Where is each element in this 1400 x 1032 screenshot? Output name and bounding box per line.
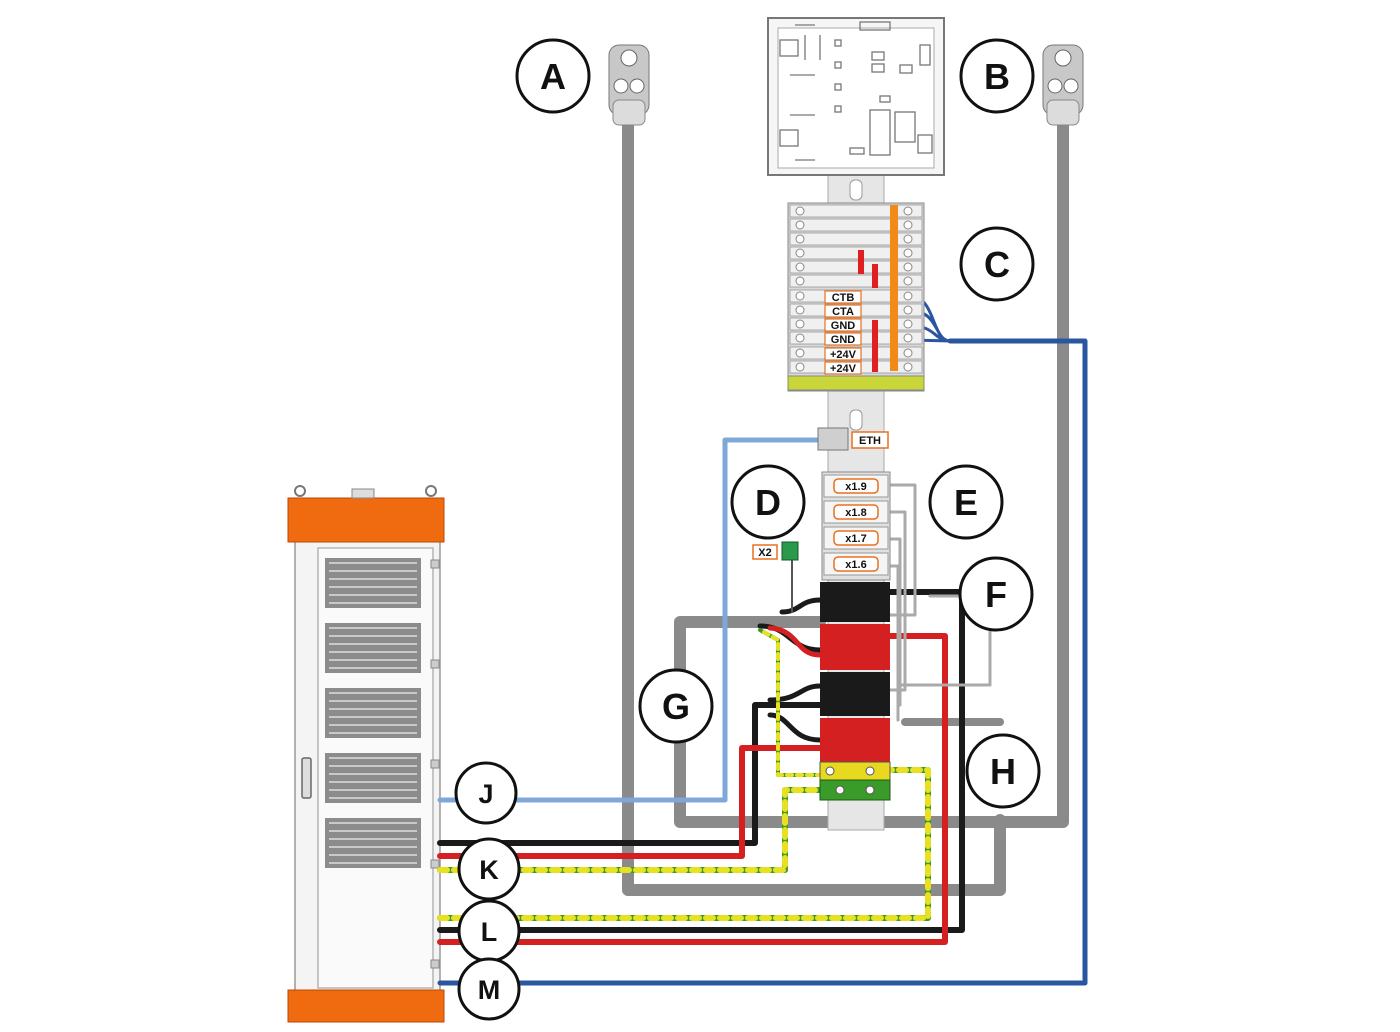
cable-dc-red-k	[437, 745, 823, 859]
callout-h-label: H	[990, 751, 1016, 792]
callout-h: H	[965, 733, 1041, 809]
tag-x1-7: x1.7	[845, 533, 866, 545]
callout-a: A	[515, 38, 591, 114]
cable-ethernet-j	[437, 437, 825, 803]
callout-l: L	[457, 899, 521, 963]
terminal-label-ctb: CTB	[832, 292, 855, 304]
terminal-label-24v-1: +24V	[830, 349, 857, 361]
callout-a-label: A	[540, 56, 566, 97]
callout-b-label: B	[984, 56, 1010, 97]
callout-j: J	[454, 761, 518, 825]
tag-x1-9: x1.9	[845, 481, 866, 493]
x2-tag: X2	[758, 547, 771, 559]
connector-plug-a	[608, 44, 650, 126]
terminal-labels: CTB CTA GND GND +24V +24V	[824, 290, 862, 375]
dc-terminals	[819, 582, 891, 801]
power-cabinet	[287, 485, 445, 1023]
vent-grilles	[325, 558, 421, 868]
callout-d: D	[730, 464, 806, 540]
callout-e-label: E	[954, 482, 978, 523]
eth-tag: ETH	[859, 435, 881, 447]
callout-j-label: J	[478, 779, 493, 809]
cable-can-m	[437, 338, 1088, 986]
cables	[437, 114, 1088, 986]
callout-g: G	[638, 668, 714, 744]
callout-c-label: C	[984, 244, 1010, 285]
callout-e: E	[928, 464, 1004, 540]
callout-d-label: D	[755, 482, 781, 523]
controller-board	[767, 17, 945, 176]
terminal-label-gnd-2: GND	[831, 334, 856, 346]
connector-plug-b	[1042, 44, 1084, 126]
callout-k-label: K	[479, 855, 499, 885]
cabinet-door-handle	[301, 757, 312, 799]
callout-l-label: L	[481, 917, 498, 947]
terminal-label-gnd-1: GND	[831, 320, 856, 332]
terminal-label-cta: CTA	[832, 306, 854, 318]
callout-f: F	[958, 556, 1034, 632]
callout-b: B	[959, 38, 1035, 114]
cable-dc-black-k	[437, 702, 823, 846]
tag-x1-6: x1.6	[845, 559, 866, 571]
terminal-label-24v-2: +24V	[830, 363, 857, 375]
callouts: A B C D E F G H	[454, 38, 1041, 1021]
callout-g-label: G	[662, 686, 690, 727]
eth-port: ETH	[817, 427, 889, 451]
cable-dc-black-l	[437, 589, 965, 933]
callout-m-label: M	[478, 975, 501, 1005]
callout-m: M	[457, 957, 521, 1021]
cable-connector-a	[622, 114, 1006, 896]
x2-connector: X2	[752, 541, 799, 561]
cable-dc-red-l	[437, 633, 948, 945]
callout-f-label: F	[985, 574, 1007, 615]
signal-terminals-e: x1.9 x1.8 x1.7 x1.6	[821, 471, 891, 581]
tag-x1-8: x1.8	[845, 507, 866, 519]
callout-k: K	[457, 837, 521, 901]
callout-c: C	[959, 226, 1035, 302]
